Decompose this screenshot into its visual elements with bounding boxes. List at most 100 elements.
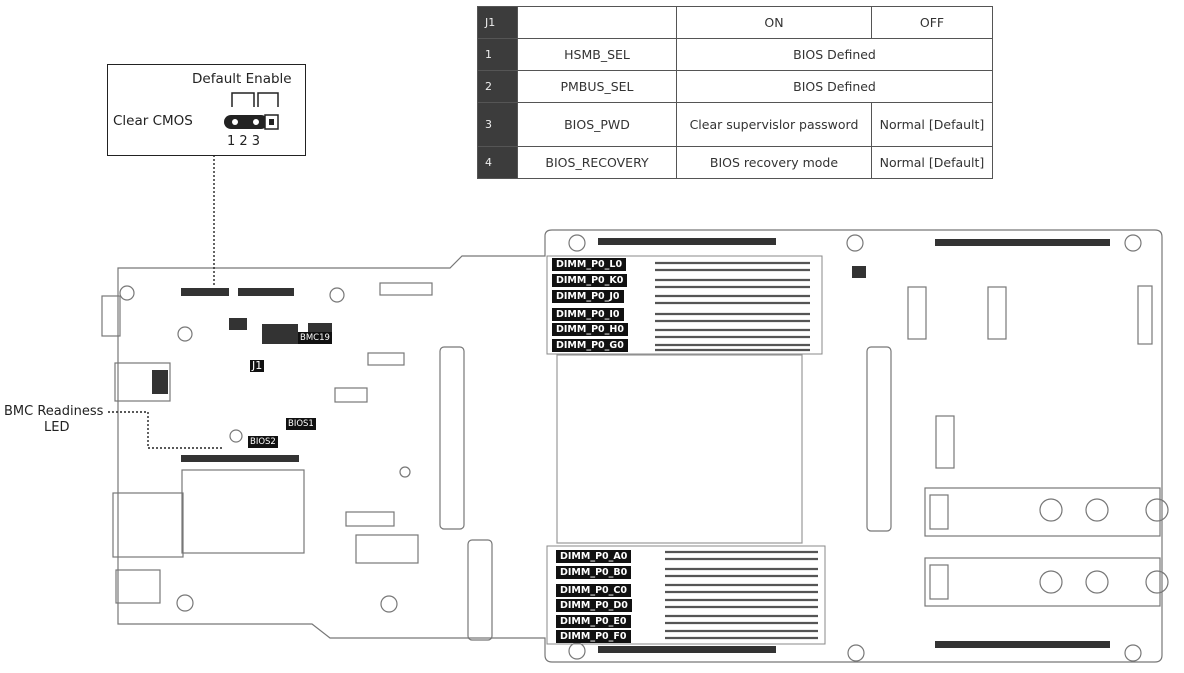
bmc-chip-label: BMC19: [298, 332, 332, 344]
dimm-label: DIMM_P0_L0: [552, 258, 627, 271]
header-off: OFF: [871, 6, 993, 39]
rear-io-3: [112, 492, 184, 558]
jumper-on-setting: Clear supervislor password: [676, 102, 872, 147]
connector-top-left: [238, 288, 294, 296]
standoff: [1085, 498, 1109, 522]
mount-hole: [229, 429, 243, 443]
dimm-label: DIMM_P0_J0: [552, 290, 624, 303]
row-number: 4: [477, 146, 518, 179]
jumper-name: HSMB_SEL: [517, 38, 677, 71]
header-function: [517, 6, 677, 39]
dimm-label: DIMM_P0_K0: [552, 274, 628, 287]
chip-dark: [262, 324, 298, 344]
jumper-off-setting: Normal [Default]: [871, 102, 993, 147]
chip-dark: [229, 318, 247, 330]
dimm-label: DIMM_P0_H0: [552, 323, 628, 336]
jumper-name: BIOS_RECOVERY: [517, 146, 677, 179]
rail-mid: [467, 539, 493, 641]
io-chip: [334, 387, 368, 403]
connector-io: [152, 370, 168, 394]
connector-mid: [181, 455, 299, 462]
mount-hole: [119, 285, 135, 301]
standoff: [1145, 570, 1169, 594]
bmc-readiness-led-label-2: LED: [44, 420, 70, 435]
row-number: 2: [477, 70, 518, 103]
dimm-label: DIMM_P0_E0: [556, 615, 631, 628]
io-chip: [345, 511, 395, 527]
bmc-readiness-led-label: BMC Readiness: [4, 404, 104, 419]
jumper-off-setting: Normal [Default]: [871, 146, 993, 179]
standoff: [1145, 498, 1169, 522]
pcie-slot-top-right: [935, 239, 1110, 246]
mount-hole: [1124, 234, 1142, 252]
table-row: 3 BIOS_PWD Clear supervislor password No…: [477, 102, 993, 147]
rear-io-4: [115, 569, 161, 604]
mount-hole: [329, 287, 345, 303]
table-header-row: J1 ON OFF: [477, 6, 993, 39]
m2-slot-2: [924, 557, 1161, 607]
default-enable-label: Default Enable: [192, 71, 292, 87]
m2-slot-1: [924, 487, 1161, 537]
jumper-on-setting: BIOS recovery mode: [676, 146, 872, 179]
io-chip: [355, 534, 419, 564]
chip-dark: [308, 323, 332, 333]
jumper-name: PMBUS_SEL: [517, 70, 677, 103]
standoff: [1039, 498, 1063, 522]
standoff: [1039, 570, 1063, 594]
standoff: [1085, 570, 1109, 594]
pcie-slot-bottom-right: [935, 641, 1110, 648]
mount-hole: [1124, 644, 1142, 662]
rail-right: [866, 346, 892, 532]
rail-left: [439, 346, 465, 530]
row-number: 3: [477, 102, 518, 147]
board-outline: [117, 229, 1163, 663]
mount-hole: [177, 326, 193, 342]
rear-io-1: [101, 295, 121, 337]
heatsink-area: [181, 469, 305, 554]
mount-hole: [846, 234, 864, 252]
jumper-name: BIOS_PWD: [517, 102, 677, 147]
socket-small: [929, 564, 949, 600]
mount-hole: [568, 642, 586, 660]
socket-small: [907, 286, 927, 340]
pcie-slot-top: [598, 238, 776, 245]
mount-hole: [847, 644, 865, 662]
row-number: 1: [477, 38, 518, 71]
table-row: 1 HSMB_SEL BIOS Defined: [477, 38, 993, 71]
icon-black: [852, 266, 866, 278]
connector-right: [1137, 285, 1153, 345]
socket-small: [935, 415, 955, 469]
mount-hole: [380, 595, 398, 613]
table-row: 2 PMBUS_SEL BIOS Defined: [477, 70, 993, 103]
jumper-diagram: [224, 92, 279, 130]
leader-line-bmc-led: [108, 411, 222, 449]
socket-small: [987, 286, 1007, 340]
jumper-setting: BIOS Defined: [676, 70, 993, 103]
dimm-label: DIMM_P0_A0: [556, 550, 632, 563]
bios1-label: BIOS1: [286, 418, 316, 430]
io-chip: [379, 282, 433, 296]
rear-io-2: [114, 362, 171, 402]
mount-hole: [176, 594, 194, 612]
dimm-label: DIMM_P0_D0: [556, 599, 632, 612]
j1-label: J1: [250, 359, 265, 372]
table-row: 4 BIOS_RECOVERY BIOS recovery mode Norma…: [477, 146, 993, 179]
dimm-label: DIMM_P0_G0: [552, 339, 628, 352]
pin-numbers: 1 2 3: [227, 134, 261, 149]
dimm-label: DIMM_P0_C0: [556, 584, 631, 597]
clear-cmos-callout: Default Enable Clear CMOS 1 2 3: [107, 64, 306, 156]
bios2-label: BIOS2: [248, 436, 278, 448]
dimm-label: DIMM_P0_I0: [552, 308, 624, 321]
header-on: ON: [676, 6, 872, 39]
clear-cmos-label: Clear CMOS: [113, 113, 193, 129]
pcie-slot-bottom: [598, 646, 776, 653]
header-j1: J1: [477, 6, 518, 39]
socket-small: [929, 494, 949, 530]
io-chip: [367, 352, 405, 366]
dimm-label: DIMM_P0_F0: [556, 630, 631, 643]
dimm-label: DIMM_P0_B0: [556, 566, 632, 579]
jumper-settings-table: J1 ON OFF 1 HSMB_SEL BIOS Defined 2 PMBU…: [477, 6, 993, 179]
mount-hole: [399, 466, 411, 478]
mount-hole: [568, 234, 586, 252]
